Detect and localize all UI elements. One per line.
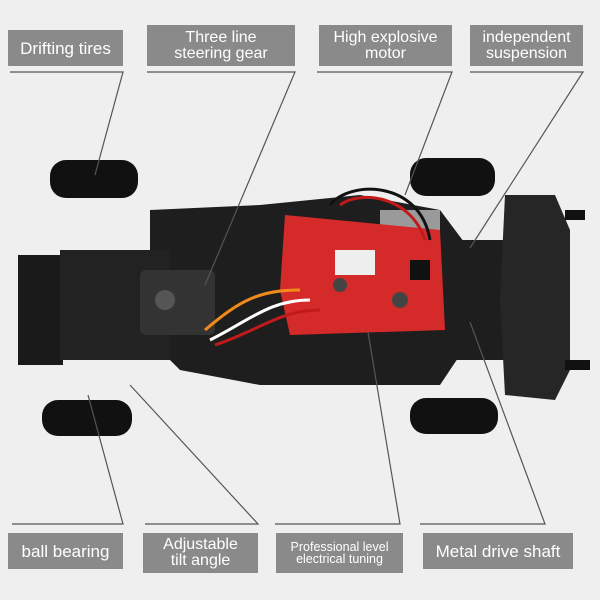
label-text: suspension <box>486 44 567 62</box>
label-text: electrical tuning <box>296 552 383 566</box>
front-bumper <box>500 195 570 400</box>
wheel-rear-left <box>50 160 138 198</box>
label-text: ball bearing <box>21 541 110 561</box>
label-text: steering gear <box>174 44 268 62</box>
label-drifting-tires: Drifting tires <box>8 30 123 66</box>
label-text: Metal drive shaft <box>435 541 561 561</box>
label-text: Adjustable <box>163 536 238 553</box>
rear-bumper <box>18 255 63 365</box>
steering-servo <box>140 270 215 335</box>
wheel-rear-right <box>42 400 132 436</box>
label-suspension: independent suspension <box>470 25 583 66</box>
label-text: motor <box>365 44 406 62</box>
label-tilt-angle: Adjustable tilt angle <box>143 533 258 573</box>
label-text: independent <box>482 28 571 46</box>
label-ball-bearing: ball bearing <box>8 533 123 569</box>
label-text: Three line <box>185 28 257 46</box>
label-text: tilt angle <box>170 552 231 569</box>
leader-lines <box>10 71 585 525</box>
label-text: High explosive <box>333 28 438 46</box>
label-text: Drifting tires <box>20 38 111 58</box>
label-motor: High explosive motor <box>319 25 452 66</box>
label-steering-gear: Three line steering gear <box>147 25 295 66</box>
wheel-front-right <box>410 398 498 434</box>
label-drive-shaft: Metal drive shaft <box>423 533 573 569</box>
label-electrical-tuning: Professional level electrical tuning <box>276 533 403 573</box>
label-text: Professional level <box>290 539 389 554</box>
wheel-front-left <box>410 158 495 196</box>
